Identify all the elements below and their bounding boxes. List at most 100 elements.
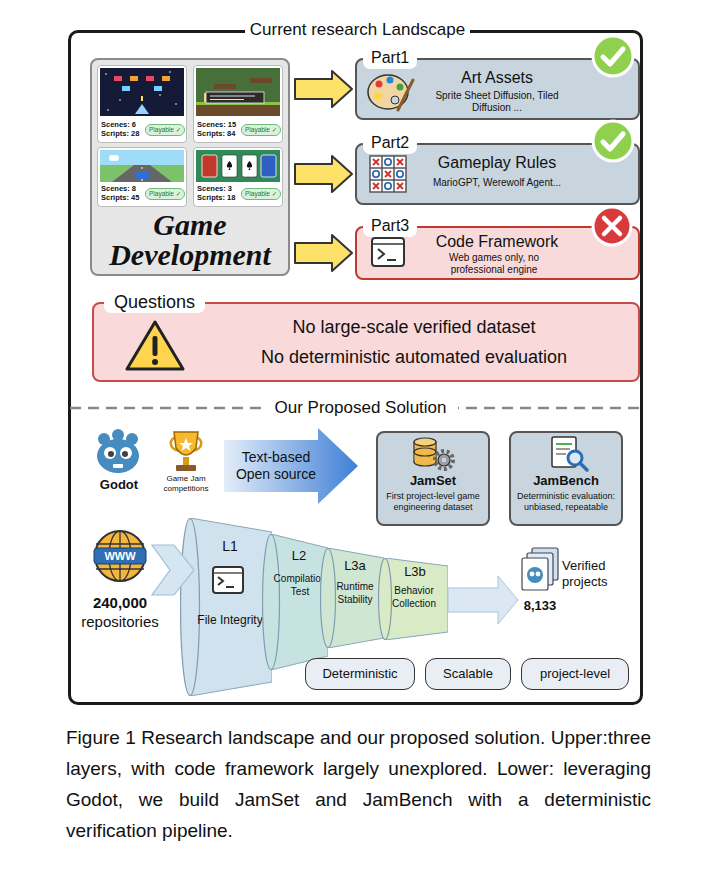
section-title: Our Proposed Solution bbox=[263, 396, 458, 420]
tic-tac-toe-icon bbox=[370, 179, 406, 181]
funnel-stage-face bbox=[321, 549, 336, 648]
repository-count: 240,000 bbox=[76, 594, 164, 612]
file-terminal-icon bbox=[213, 572, 243, 573]
warning-icon bbox=[127, 322, 183, 369]
racing-thumbnail bbox=[112, 165, 172, 182]
dataset-icon bbox=[415, 452, 436, 462]
godot-logo bbox=[104, 447, 116, 459]
box-description: Deterministic evaluation: unbiased, repe… bbox=[516, 491, 616, 513]
funnel-outlet-arrow bbox=[448, 576, 518, 624]
tic-tac-toe-icon bbox=[385, 159, 391, 165]
pill-text: Deterministic bbox=[306, 666, 414, 682]
tic-tac-toe-icon bbox=[370, 156, 406, 192]
stage-name: Compilation Test bbox=[272, 572, 328, 598]
card-stats: Scenes: 6 Scripts: 28 bbox=[101, 120, 145, 138]
box-tab: Questions bbox=[104, 291, 205, 313]
part-examples: Web games only, no professional engine bbox=[429, 252, 559, 276]
globe-text: WWW bbox=[98, 549, 142, 563]
playable-badge: Playable ✓ bbox=[145, 188, 185, 200]
platformer-thumbnail bbox=[196, 104, 280, 116]
trophy-icon bbox=[176, 465, 196, 471]
playable-badge: Playable ✓ bbox=[241, 188, 281, 200]
shooter-thumbnail bbox=[105, 73, 107, 75]
shooter-thumbnail bbox=[114, 76, 122, 81]
stage-level: L2 bbox=[272, 548, 326, 564]
funnel-stage: L3aRuntime Stability bbox=[320, 548, 384, 648]
funnel-stage-face bbox=[181, 519, 200, 696]
terminal-icon bbox=[372, 243, 404, 245]
block-arrow bbox=[295, 235, 352, 271]
funnel-stage-face bbox=[379, 559, 392, 640]
check-badge bbox=[603, 134, 623, 149]
dataset-icon bbox=[435, 451, 453, 469]
dataset-icon bbox=[414, 438, 453, 469]
funnel-stage-face bbox=[263, 535, 280, 670]
file-terminal-icon bbox=[213, 567, 243, 593]
stage-level: L1 bbox=[194, 538, 266, 555]
palette-icon bbox=[375, 93, 382, 100]
godot-logo bbox=[122, 451, 128, 457]
check-badge bbox=[593, 36, 633, 76]
card-game-thumbnail bbox=[202, 155, 217, 177]
file-terminal-icon bbox=[218, 577, 223, 585]
terminal-icon bbox=[387, 259, 396, 261]
palette-icon bbox=[376, 81, 383, 88]
terminal-icon bbox=[372, 238, 404, 266]
stage-level: L3b bbox=[385, 564, 445, 580]
card-stats: Scenes: 8 Scripts: 45 bbox=[101, 184, 145, 202]
platformer-thumbnail bbox=[206, 92, 264, 103]
racing-thumbnail bbox=[100, 165, 184, 182]
racing-thumbnail bbox=[100, 150, 184, 182]
shooter-thumbnail bbox=[130, 76, 138, 81]
evaluation-icon bbox=[556, 443, 572, 445]
card-game-thumbnail bbox=[242, 155, 257, 177]
cross-badge bbox=[593, 207, 631, 245]
question-line: No deterministic automated evaluation bbox=[204, 347, 624, 369]
part-title: Gameplay Rules bbox=[417, 153, 577, 172]
pill-text: project-level bbox=[522, 666, 628, 682]
shooter-thumbnail bbox=[141, 96, 143, 101]
racing-thumbnail bbox=[100, 150, 184, 182]
dataset-icon bbox=[442, 458, 446, 462]
platformer-thumbnail bbox=[214, 84, 236, 89]
open-source-arrow bbox=[224, 428, 358, 504]
card-stats: Scenes: 3 Scripts: 18 bbox=[197, 184, 241, 202]
source-name: Game Jam competitions bbox=[159, 474, 213, 494]
funnel-stage: L1File Integrity bbox=[180, 518, 272, 696]
palette-icon bbox=[398, 80, 413, 110]
trophy-icon bbox=[174, 432, 198, 455]
globe-icon bbox=[94, 548, 146, 564]
stage-name: Runtime Stability bbox=[328, 580, 382, 606]
shooter-thumbnail bbox=[159, 94, 161, 96]
shooter-thumbnail bbox=[169, 71, 171, 73]
box-title: Game Development bbox=[100, 210, 280, 270]
shooter-thumbnail bbox=[175, 103, 177, 105]
terminal-icon bbox=[372, 238, 404, 266]
shooter-thumbnail bbox=[146, 76, 154, 81]
verified-projects-icon bbox=[527, 567, 543, 583]
property-pill: Scalable bbox=[425, 658, 511, 690]
figure-caption: Figure 1 Research landscape and our prop… bbox=[66, 722, 651, 846]
shooter-thumbnail bbox=[162, 76, 170, 81]
trophy-icon bbox=[179, 438, 193, 451]
shooter-thumbnail bbox=[135, 104, 149, 114]
warning-icon bbox=[153, 336, 158, 356]
shooter-thumbnail bbox=[154, 86, 162, 91]
open-source-arrow bbox=[224, 428, 358, 504]
palette-icon bbox=[368, 75, 413, 110]
stage-name: Behavior Collection bbox=[385, 584, 443, 610]
godot-logo bbox=[97, 439, 139, 473]
verified-projects-icon bbox=[522, 548, 558, 590]
funnel-stage: L3bBehavior Collection bbox=[378, 558, 448, 640]
evaluation-icon bbox=[556, 448, 570, 450]
verified-projects-icon bbox=[536, 572, 541, 577]
card-game-thumbnail bbox=[261, 155, 276, 177]
pill-text: Scalable bbox=[426, 666, 510, 682]
dataset-icon bbox=[414, 448, 436, 456]
verified-count: 8,133 bbox=[516, 598, 564, 614]
box-description: First project-level game engineering dat… bbox=[385, 491, 481, 513]
palette-icon bbox=[397, 84, 404, 91]
verified-projects-icon bbox=[530, 572, 535, 577]
